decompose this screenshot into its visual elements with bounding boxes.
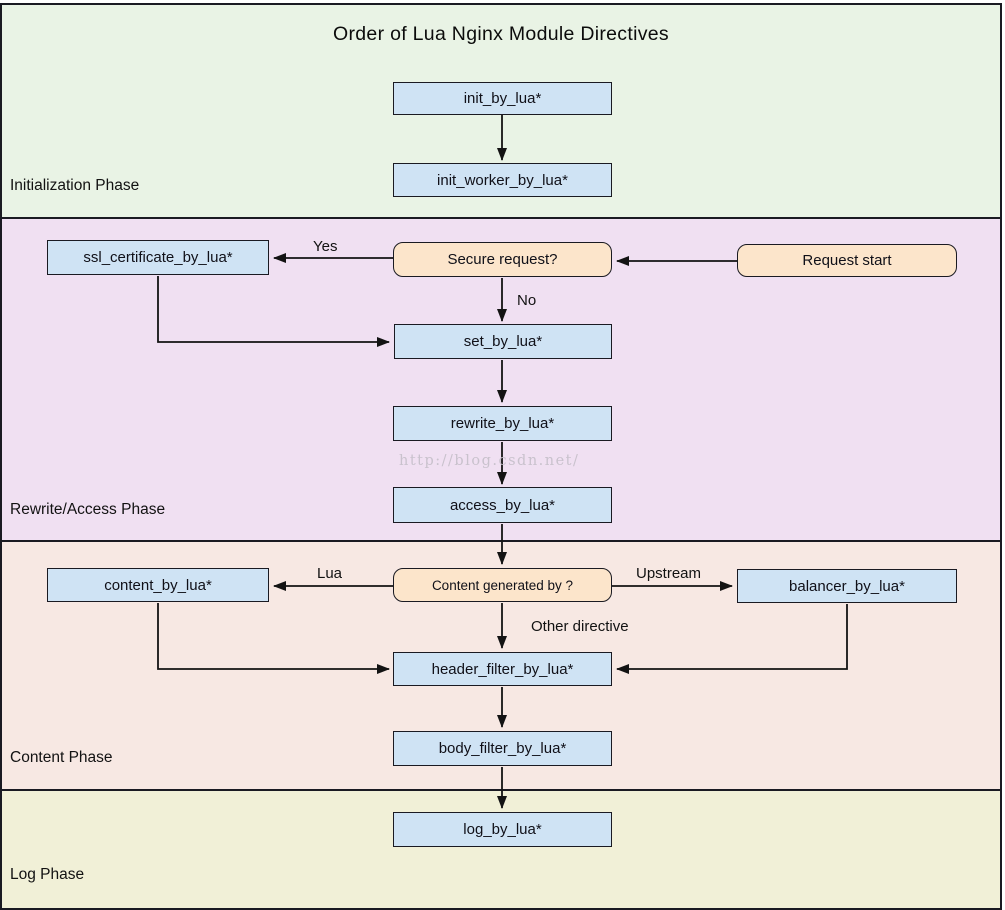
node-balancer-by-lua: balancer_by_lua*: [737, 569, 957, 603]
diagram-title: Order of Lua Nginx Module Directives: [333, 23, 669, 45]
node-content-generated-decision: Content generated by ?: [393, 568, 612, 602]
node-log-by-lua: log_by_lua*: [393, 812, 612, 847]
node-set-by-lua: set_by_lua*: [394, 324, 612, 359]
node-access-by-lua: access_by_lua*: [393, 487, 612, 523]
edge-label-lua: Lua: [317, 565, 343, 582]
phase-label-initialization: Initialization Phase: [10, 177, 140, 194]
node-init-worker-by-lua: init_worker_by_lua*: [393, 163, 612, 197]
node-secure-request-decision: Secure request?: [393, 242, 612, 277]
log-phase-band: [0, 789, 1002, 908]
node-request-start: Request start: [737, 244, 957, 277]
edge-label-upstream: Upstream: [636, 565, 702, 582]
edge-label-yes: Yes: [313, 238, 338, 255]
node-content-by-lua: content_by_lua*: [47, 568, 269, 602]
edge-label-no: No: [517, 292, 537, 309]
node-init-by-lua: init_by_lua*: [393, 82, 612, 115]
phase-label-log: Log Phase: [10, 866, 85, 883]
edge-label-other-directive: Other directive: [531, 618, 629, 635]
csdn-watermark: http://blog.csdn.net/: [399, 453, 580, 469]
phase-label-content: Content Phase: [10, 749, 113, 766]
node-body-filter-by-lua: body_filter_by_lua*: [393, 731, 612, 766]
node-ssl-certificate-by-lua: ssl_certificate_by_lua*: [47, 240, 269, 275]
node-rewrite-by-lua: rewrite_by_lua*: [393, 406, 612, 441]
node-header-filter-by-lua: header_filter_by_lua*: [393, 652, 612, 686]
phase-label-rewrite-access: Rewrite/Access Phase: [10, 501, 166, 518]
